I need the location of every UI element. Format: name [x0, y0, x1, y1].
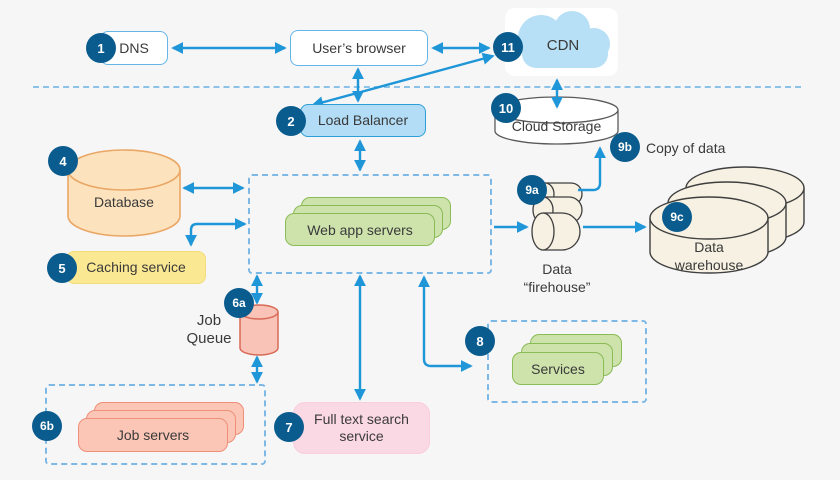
full-text-search-label-line1: Full text search [314, 411, 409, 427]
job-queue-label-line2: Queue [186, 330, 232, 347]
data-warehouse-label-line1: Data [694, 239, 724, 255]
caching-service-label: Caching service [86, 259, 186, 275]
data-warehouse-label-line2: warehouse [674, 257, 744, 273]
cdn-label: CDN [546, 36, 580, 54]
badge-9a: 9a [517, 175, 547, 205]
services-label: Services [531, 360, 585, 377]
badge-5: 5 [47, 253, 77, 283]
load-balancer-label: Load Balancer [317, 112, 409, 128]
database-label: Database [94, 194, 154, 210]
data-firehouse-label-line2: “firehouse” [523, 279, 591, 295]
copy-of-data-label: Copy of data [646, 140, 726, 156]
badge-11: 11 [493, 32, 523, 62]
badge-6a: 6a [224, 288, 254, 318]
dns-label: DNS [119, 39, 149, 56]
web-app-server-card-front: Web app servers [285, 213, 435, 246]
web-app-servers-group [248, 174, 492, 274]
arrow-webapp-services [418, 275, 473, 372]
data-warehouse-label: Data warehouse [659, 238, 759, 274]
badge-4: 4 [48, 146, 78, 176]
cloud-storage-label: Cloud Storage [511, 118, 602, 134]
badge-6b: 6b [32, 411, 62, 441]
job-queue-label: Job Queue [181, 312, 237, 348]
full-text-search-label-line2: service [339, 428, 384, 444]
services-card-front: Services [512, 352, 604, 385]
cdn-cloud-icon [505, 8, 618, 76]
badge-7: 7 [274, 412, 304, 442]
badge-8: 8 [465, 326, 495, 356]
data-firehouse-label-line1: Data [542, 261, 572, 277]
job-servers-label: Job servers [116, 427, 190, 443]
arrow-firehouse-cloudstorage [578, 146, 606, 192]
job-queue-label-line1: Job [196, 312, 222, 329]
arrow-webapp-caching [185, 218, 247, 247]
badge-9c: 9c [662, 202, 692, 232]
full-text-search-node: Full text search service [293, 402, 430, 454]
services-group [487, 320, 647, 403]
database-cylinder-icon [67, 149, 181, 237]
user-browser-node: User’s browser [290, 30, 428, 66]
user-browser-label: User’s browser [312, 39, 406, 56]
load-balancer-node: Load Balancer [300, 104, 426, 137]
badge-1: 1 [86, 33, 116, 63]
job-server-card-front: Job servers [78, 418, 228, 452]
web-app-servers-label: Web app servers [307, 221, 413, 238]
badge-9b: 9b [610, 132, 640, 162]
badge-2: 2 [276, 106, 306, 136]
caching-service-node: Caching service [66, 251, 206, 284]
badge-10: 10 [491, 93, 521, 123]
data-firehouse-label: Data “firehouse” [512, 260, 602, 296]
data-firehouse-cylinders-icon [531, 182, 583, 251]
arrow-loadbalancer-cdn [311, 52, 495, 109]
